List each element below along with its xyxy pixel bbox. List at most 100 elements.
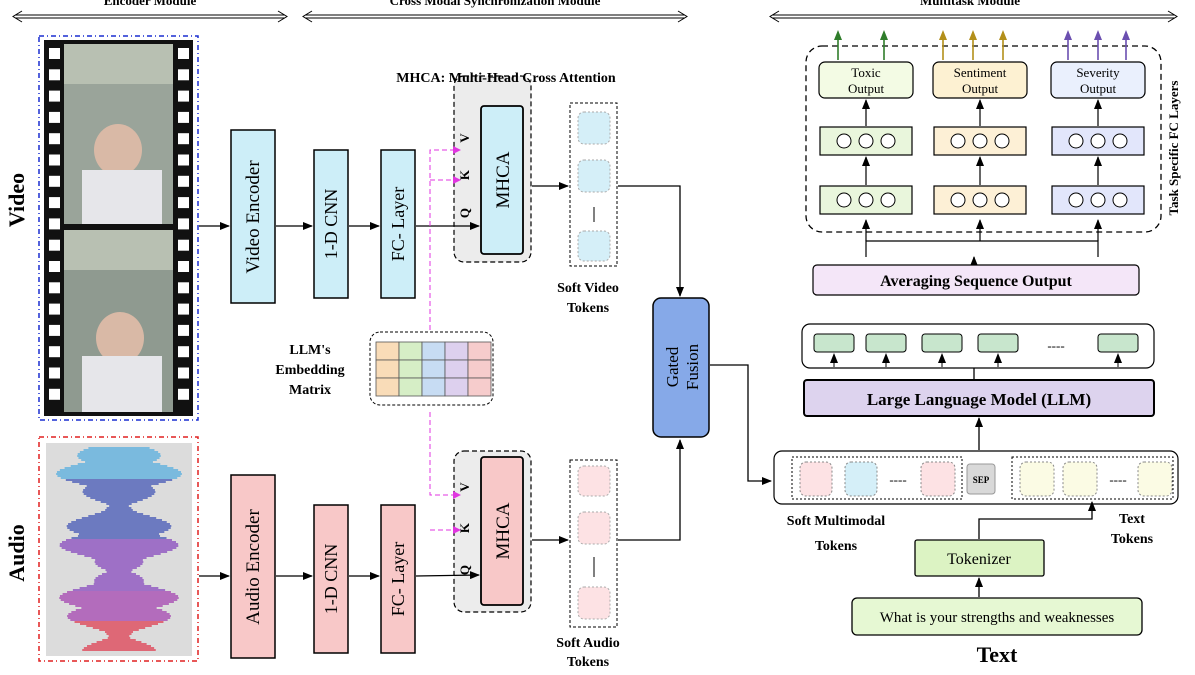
audio-encoder-label: Audio Encoder [243,509,264,625]
fc-neuron [858,192,874,208]
audio-spectrogram [38,436,199,662]
fc-neuron [994,133,1010,149]
mhca-title: MHCA: Multi-Head Cross Attention [396,71,616,86]
film-sprocket [49,367,60,379]
film-sprocket [49,346,60,358]
video-encoder-block [230,129,276,304]
film-sprocket [49,261,60,272]
audio-token [577,586,611,620]
video-encoder-label: Video Encoder [243,160,264,274]
audio-mhca-block [480,456,524,606]
film-sprocket [49,218,60,230]
fc-neuron [836,133,852,149]
embedding-cell [421,359,446,379]
embedding-caption-3: Matrix [289,383,331,398]
embedding-caption-2: Embedding [275,363,344,378]
embedding-cell [467,377,492,397]
soft-video-tokens-caption-2: Tokens [567,301,610,316]
film-sprocket [49,303,60,315]
hidden-state [813,333,855,353]
film-sprocket [178,367,189,379]
text-token [1062,461,1098,497]
soft-multimodal-caption-2: Tokens [815,539,858,554]
embedding-cell [375,359,400,379]
text-tokens-caption-2: Tokens [1111,532,1154,547]
task-output-box [932,61,1028,99]
task-output-label: Severity [1076,65,1120,80]
film-sprocket [178,282,189,294]
averaging-label: Averaging Sequence Output [880,273,1072,290]
film-sprocket [49,90,60,102]
embedding-caption-1: LLM's [289,343,331,358]
video-modality-label: Video [4,173,29,227]
task-layers-caption: Task Specific FC Layers [1166,81,1181,216]
soft-multimodal-caption-1: Soft Multimodal [787,514,886,529]
soft-audio-tokens-caption-2: Tokens [567,655,610,670]
embedding-cell [444,341,469,361]
task-output-box [1050,61,1146,99]
task-specific-region [805,45,1162,233]
embedding-cell [467,359,492,379]
input-sentence-box [851,597,1143,636]
embedding-cell [398,359,423,379]
embedding-cell [398,377,423,397]
fc-neuron [950,192,966,208]
header-encoder: Encoder Module [12,0,288,23]
text-token [1019,461,1055,497]
header-multitask: Multitask Module [769,0,1178,23]
task-output-label: Output [848,81,885,96]
film-sprocket [49,388,60,400]
task-output-arrowhead [1122,30,1130,40]
film-sprocket [178,111,189,123]
embedding-cell [444,359,469,379]
soft-video-tokens-caption-1: Soft Video [557,281,619,296]
task-output-label: Output [1080,81,1117,96]
film-sprocket [49,133,60,145]
task-output-label: Output [962,81,999,96]
task-output-arrowhead [999,30,1007,40]
film-sprocket [178,303,189,315]
audio-token [577,511,611,545]
multimodal-token-audio [799,461,833,497]
film-sprocket [178,133,189,145]
hidden-state [1097,333,1139,353]
fc-neuron [950,133,966,149]
video-v-label: V [457,133,472,143]
film-sprocket [178,324,189,336]
film-sprocket [49,69,60,81]
film-sprocket [178,197,189,209]
fc-neuron [1068,192,1084,208]
hidden-state [865,333,907,353]
film-sprocket [49,324,60,336]
film-sprocket [49,175,60,187]
tokenizer-block [914,539,1045,577]
text-tokens-caption-1: Text [1119,512,1145,527]
audio-fc-block [380,504,416,654]
fc-neuron [1112,192,1128,208]
multimodal-token-video [844,461,878,497]
video-fc-label: FC- Layer [388,187,408,261]
video-q-label: Q [457,208,472,218]
tokenizer-label: Tokenizer [947,551,1011,568]
task-output-arrowhead [1064,30,1072,40]
film-sprocket [178,388,189,400]
audio-cnn-label: 1-D CNN [321,544,341,615]
film-sprocket [49,239,60,251]
video-token [577,159,611,193]
task-output-arrowhead [1094,30,1102,40]
film-sprocket [49,282,60,294]
sep-token-label: SEP [973,475,990,485]
embedding-cell [375,377,400,397]
film-sprocket [178,261,189,272]
embedding-kv-links [429,149,453,531]
embedding-cell [375,341,400,361]
hidden-state [921,333,963,353]
task-output-arrowhead [939,30,947,40]
soft-video-tokens [569,102,618,267]
film-sprocket [178,218,189,230]
audio-mhca-label: MHCA [493,502,514,559]
film-sprocket [178,239,189,251]
llm-block [803,379,1155,417]
